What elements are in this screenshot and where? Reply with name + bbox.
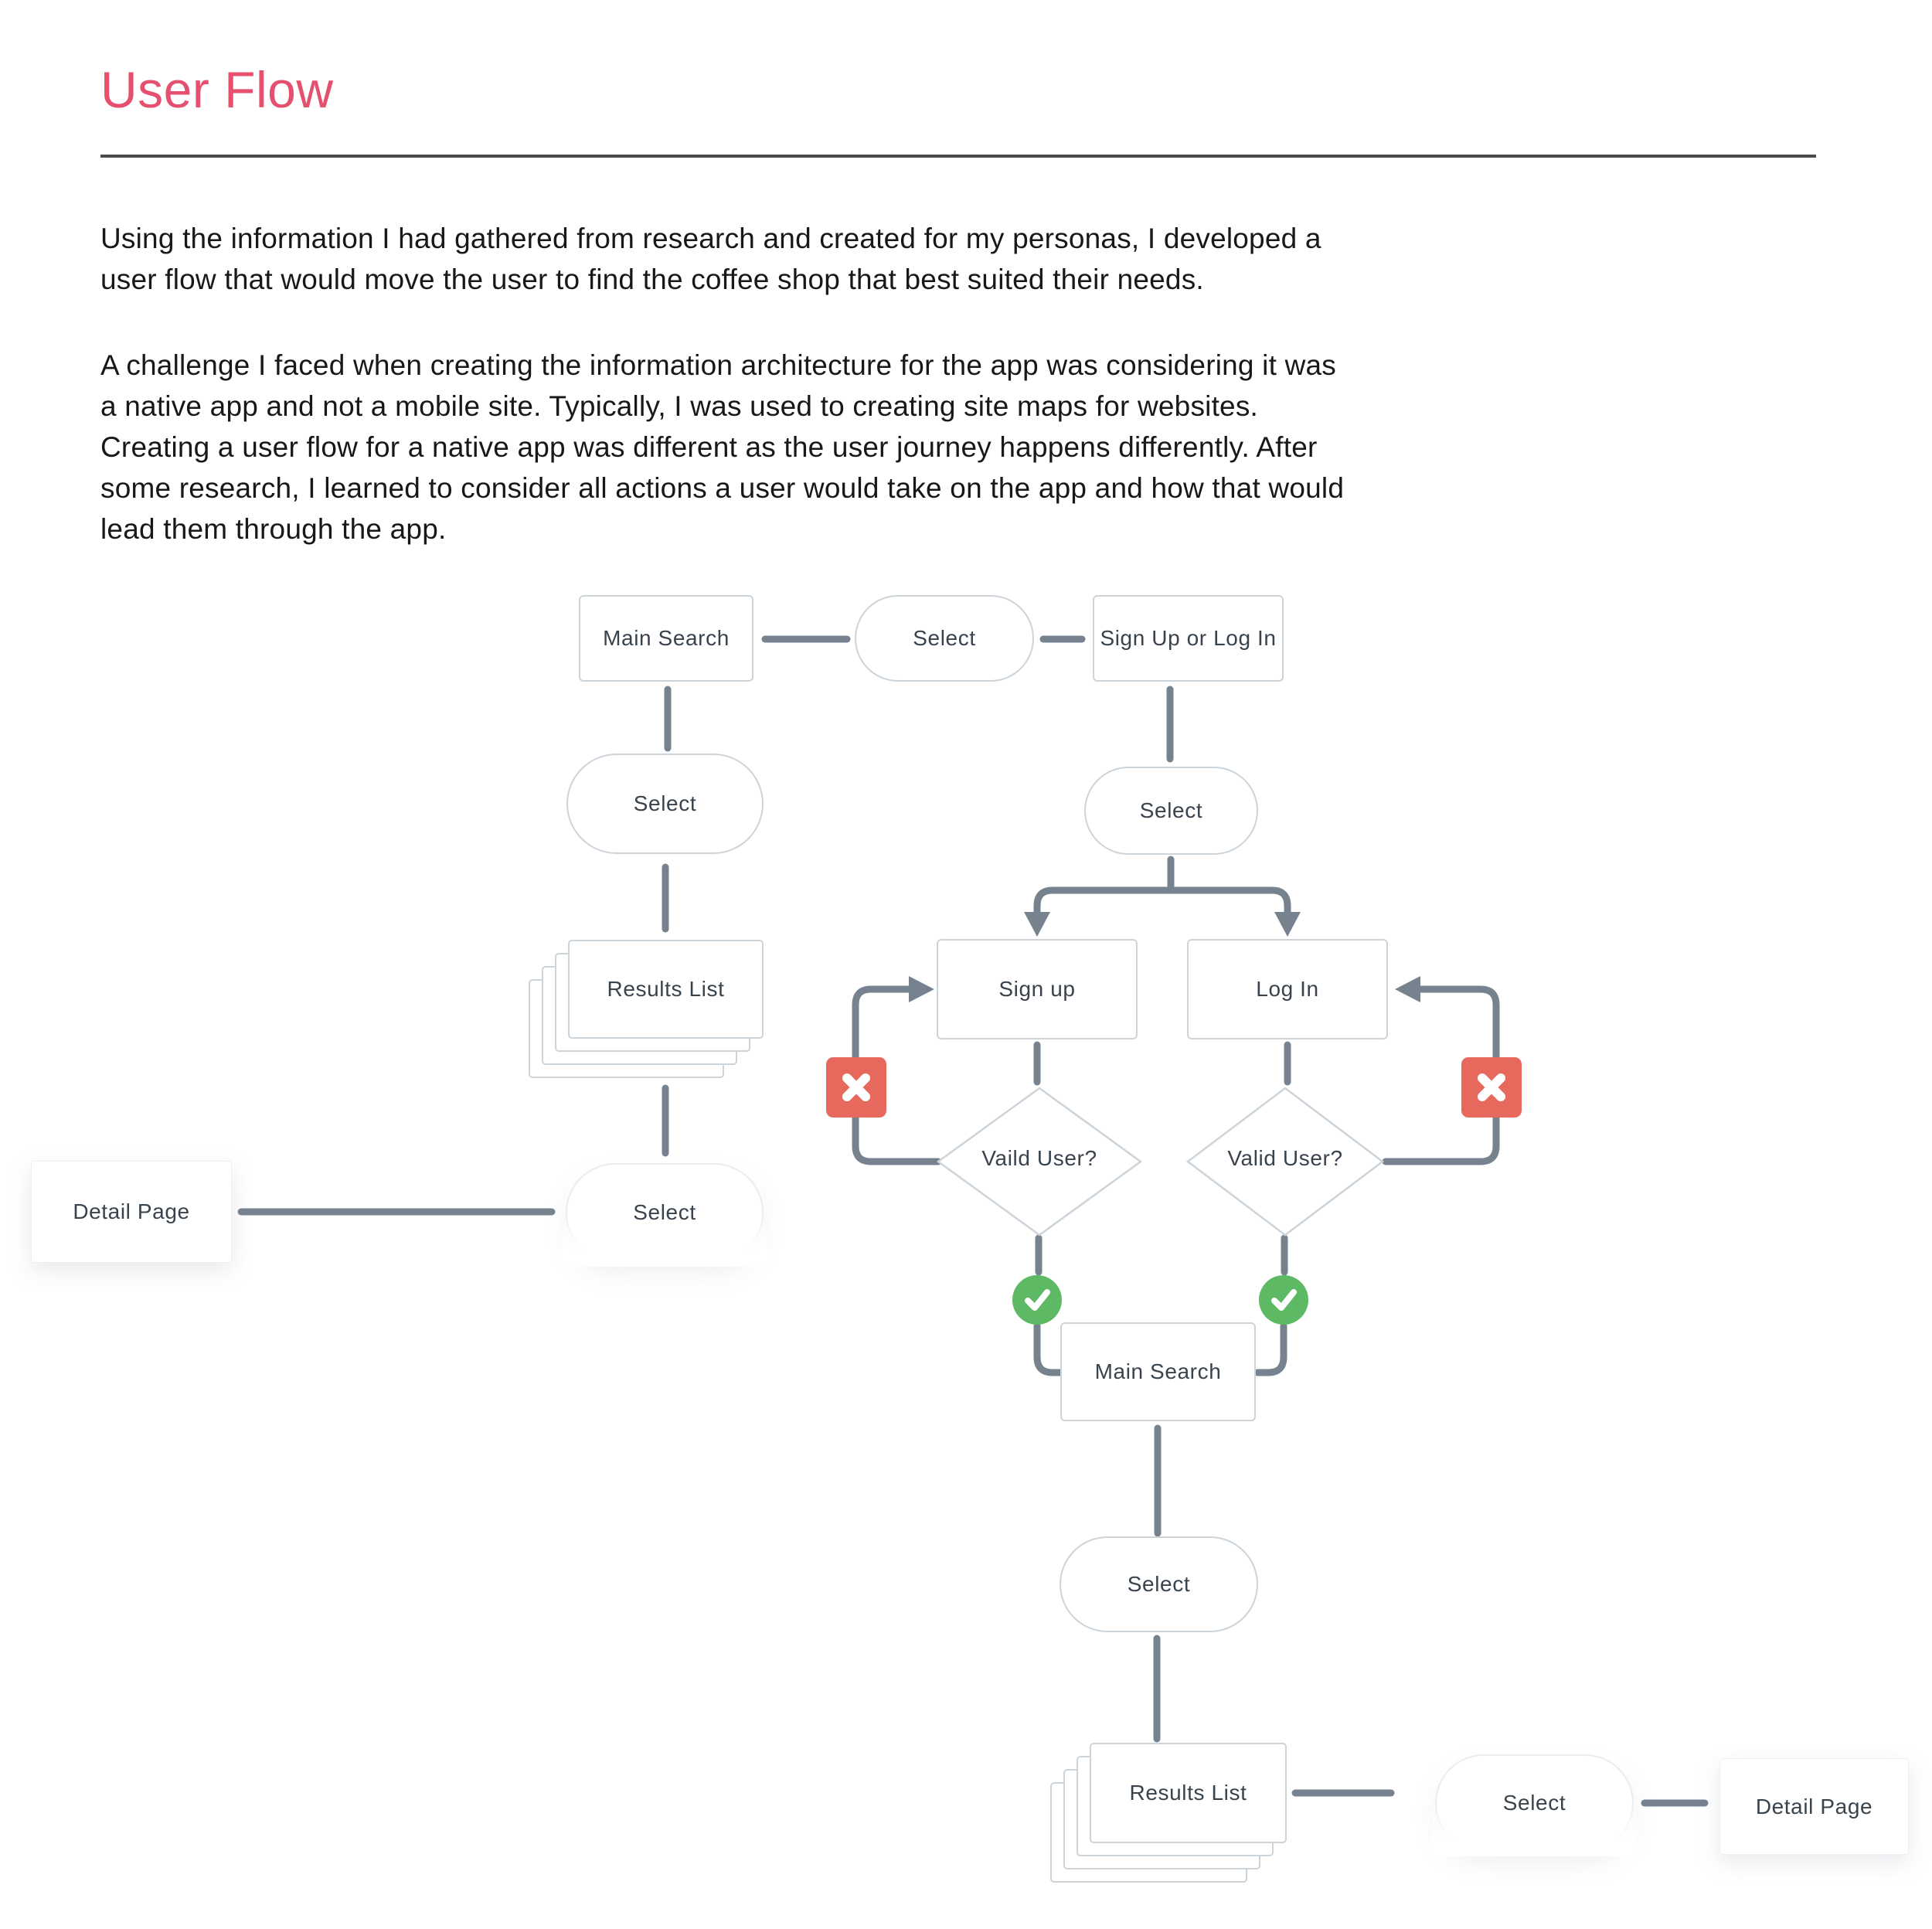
flow-node-select-3: Select [563, 1163, 767, 1267]
flow-node-main-search-1: Main Search [579, 595, 753, 682]
challenge-paragraph: A challenge I faced when creating the in… [100, 349, 1345, 545]
check-icon [1271, 1289, 1297, 1311]
flow-node-select-5: Select [1060, 1536, 1258, 1632]
x-icon [842, 1073, 870, 1101]
success-badge-right [1259, 1275, 1308, 1325]
flow-node-main-search-2: Main Search [1060, 1322, 1256, 1421]
diamond-valid-user-left [936, 1087, 1143, 1237]
connector-branch [1033, 886, 1291, 920]
stack-card-front: Results List [1090, 1743, 1287, 1843]
failure-badge-right [1461, 1057, 1522, 1118]
diamond-valid-user-right [1185, 1087, 1385, 1237]
flow-node-select-2: Select [566, 754, 764, 854]
arrowhead [1274, 912, 1301, 937]
flow-node-select-6: Select [1432, 1754, 1637, 1856]
title-divider [100, 155, 1816, 158]
flow-node-results-list-2: Results List [1050, 1743, 1287, 1883]
flow-node-select-1: Select [855, 595, 1034, 682]
arrowhead [909, 976, 934, 1002]
flow-node-detail-page-2: Detail Page [1719, 1758, 1909, 1855]
flow-node-detail-page-1: Detail Page [31, 1161, 232, 1263]
diamond-label-valid-user-left: Vaild User? [981, 1146, 1097, 1170]
flow-node-select-4: Select [1084, 767, 1258, 855]
flow-node-results-list-1: Results List [529, 940, 764, 1078]
success-badge-left [1012, 1275, 1062, 1325]
connector [1253, 1322, 1287, 1376]
flow-node-sign-up-or-log-in: Sign Up or Log In [1093, 595, 1284, 682]
intro-paragraph: Using the information I had gathered fro… [100, 223, 1321, 295]
x-icon [1478, 1073, 1505, 1101]
flow-node-sign-up: Sign up [937, 939, 1138, 1039]
flow-node-log-in: Log In [1187, 939, 1388, 1039]
arrowhead [1024, 912, 1050, 937]
stack-card-front: Results List [568, 940, 764, 1039]
connector [1033, 1322, 1064, 1376]
arrowhead [1395, 976, 1420, 1002]
page-title: User Flow [100, 61, 334, 118]
check-icon [1025, 1289, 1050, 1311]
diamond-label-valid-user-right: Valid User? [1227, 1146, 1343, 1170]
failure-badge-left [826, 1057, 886, 1118]
